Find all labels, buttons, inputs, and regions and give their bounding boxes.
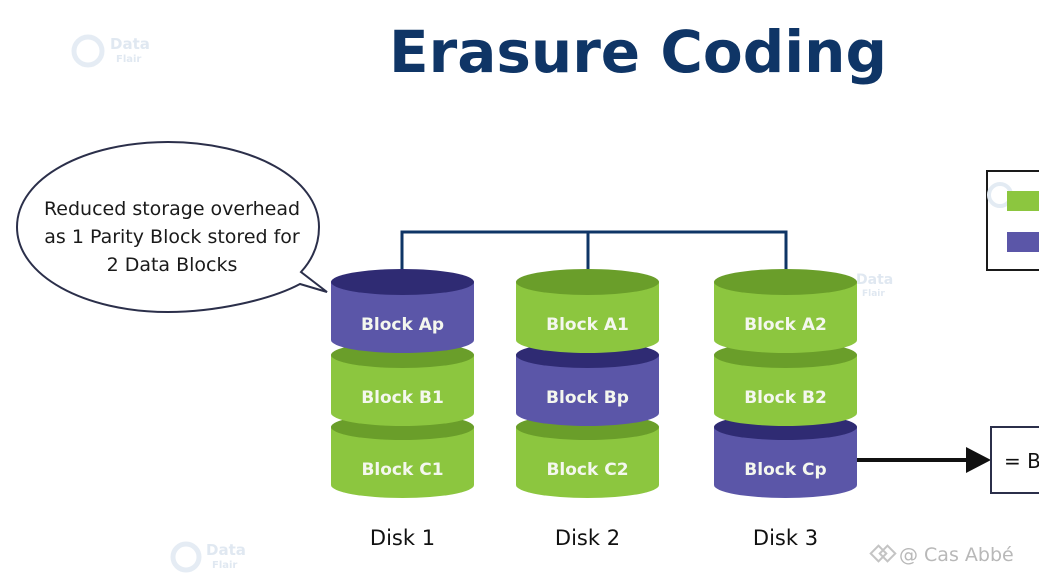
block-label: Block A1 [546,315,629,335]
block-cylinder-body [331,427,474,498]
logo-text-data: Data [110,35,150,53]
logo-icon [170,541,202,573]
block-cylinder-body [516,282,659,353]
block-label: Block C1 [361,460,443,480]
callout-line-1: Reduced storage overhead [44,198,300,220]
disk-label: Disk 1 [370,526,435,550]
attribution-text: @ Cas Abbé [899,544,1014,566]
result-box: = B [990,426,1039,494]
block-cylinder-body [714,427,857,498]
block-label: Block A2 [744,315,827,335]
disk-stack-1: Block C1 Block B1 Block Ap Disk 1 [331,269,474,550]
callout-outline [15,140,328,314]
callout-line-3: 2 Data Blocks [107,254,238,276]
logo-text-data: Data [206,541,246,559]
page-title: Erasure Coding [389,18,887,86]
logo-icon [71,34,105,68]
logo-text-data: Data [856,272,893,288]
block-block-ap: Block Ap [331,269,474,353]
legend-frame [986,170,1039,271]
block-label: Block Ap [361,315,444,335]
disk-stack-2: Block C2 Block Bp Block A1 Disk 2 [516,269,659,550]
block-cylinder-body [714,355,857,427]
block-label: Block C2 [546,460,628,480]
logo-text-flair: Flair [116,54,141,65]
output-arrow [857,447,991,473]
block-block-bp: Block Bp [516,342,659,427]
block-cylinder-top [516,269,659,295]
legend [986,170,1039,271]
block-cylinder-top [331,269,474,295]
dataflair-logo-top-left: Data Flair [71,34,150,68]
block-block-a2: Block A2 [714,269,857,353]
block-cylinder-body [516,355,659,427]
connector-bus [400,230,788,270]
block-block-a1: Block A1 [516,269,659,353]
block-cylinder-body [331,355,474,427]
block-cylinder-body [714,282,857,353]
result-box-frame [990,426,1039,494]
arrow-head [966,447,991,473]
binance-logo-icon [869,544,897,563]
block-cylinder-body [516,427,659,498]
block-block-c1: Block C1 [331,414,474,498]
callout-bubble: Reduced storage overhead as 1 Parity Blo… [15,140,328,314]
attribution-watermark: @ Cas Abbé [869,544,1014,566]
connector-lines [400,230,788,270]
result-box-text: = B [1004,449,1039,473]
legend-swatch-data [1007,191,1039,211]
block-block-b1: Block B1 [331,342,474,427]
block-block-b2: Block B2 [714,342,857,427]
block-block-c2: Block C2 [516,414,659,498]
logo-text-flair: Flair [212,560,237,571]
block-block-cp: Block Cp [714,414,857,498]
block-label: Block Cp [744,460,826,480]
legend-swatch-parity [1007,232,1039,252]
disk-label: Disk 3 [753,526,818,550]
callout-line-2: as 1 Parity Block stored for [44,226,300,248]
logo-text-flair: Flair [862,289,885,299]
block-label: Block Bp [546,388,629,408]
block-cylinder-top [714,269,857,295]
disk-stack-3: Block Cp Block B2 Block A2 Disk 3 [714,269,857,550]
disk-label: Disk 2 [555,526,620,550]
block-cylinder-body [331,282,474,353]
block-label: Block B2 [744,388,827,408]
dataflair-logo-bottom-left: Data Flair [170,541,246,573]
block-label: Block B1 [361,388,444,408]
